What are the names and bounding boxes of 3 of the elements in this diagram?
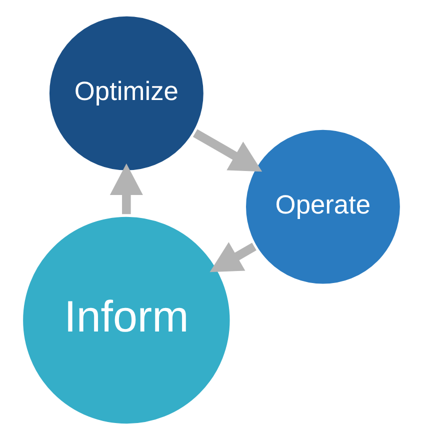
- arrow: [192, 129, 262, 172]
- arrow: [110, 164, 143, 214]
- arrow: [210, 242, 256, 272]
